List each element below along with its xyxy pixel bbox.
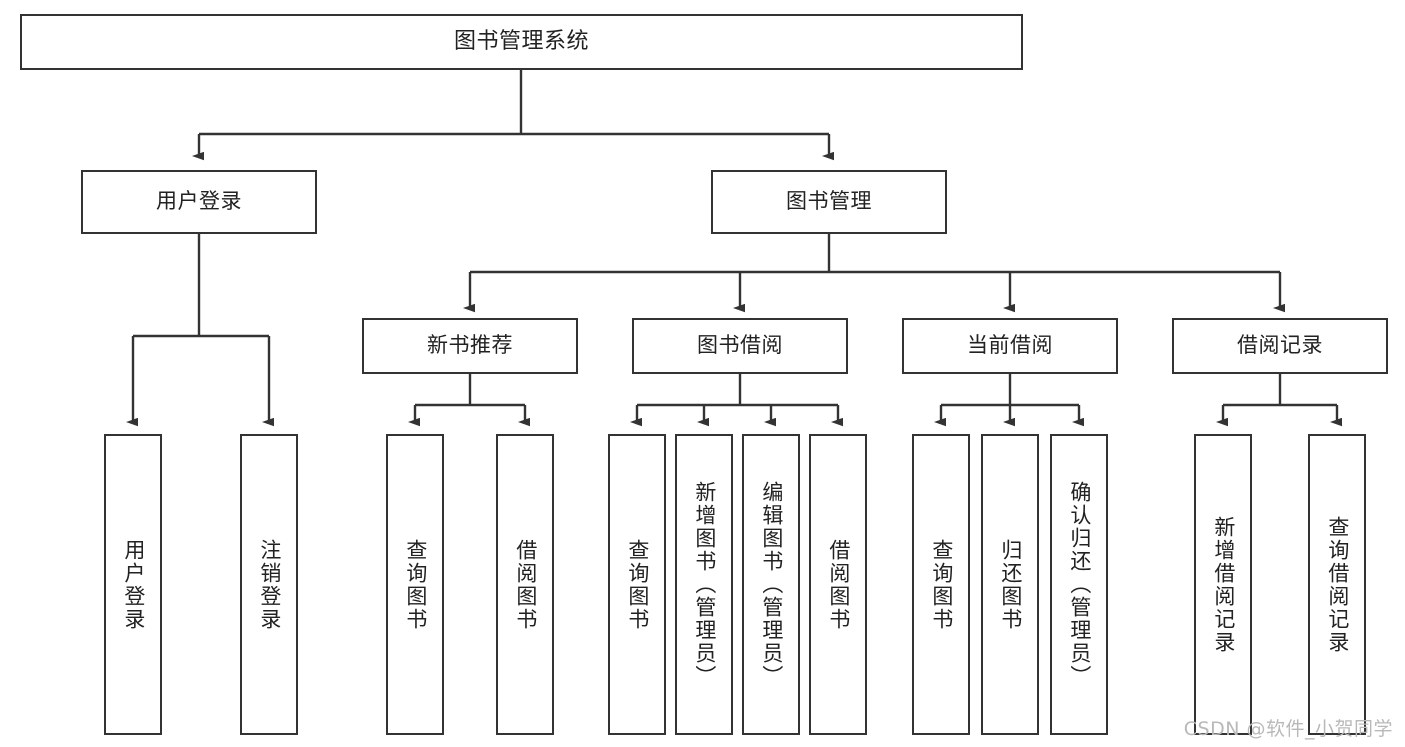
leaf-current-return-label: 归还图书	[998, 538, 1023, 631]
leaf-borrow-edit-book[interactable]: 编辑图书（管理员）	[742, 434, 800, 735]
leaf-current-confirm-return-label: 确认归还（管理员）	[1067, 481, 1092, 688]
leaf-borrow-add-book-label: 新增图书（管理员）	[692, 481, 717, 688]
node-current-borrow[interactable]: 当前借阅	[902, 318, 1118, 374]
leaf-user-login-signout[interactable]: 注销登录	[240, 434, 298, 735]
node-root-system-label: 图书管理系统	[453, 28, 589, 54]
node-user-login[interactable]: 用户登录	[81, 170, 317, 234]
leaf-borrow-borrow-book[interactable]: 借阅图书	[809, 434, 867, 735]
node-borrow-records[interactable]: 借阅记录	[1172, 318, 1388, 374]
leaf-user-login-signout-label: 注销登录	[257, 538, 282, 631]
leaf-borrow-query[interactable]: 查询图书	[608, 434, 666, 735]
leaf-current-confirm-return[interactable]: 确认归还（管理员）	[1050, 434, 1108, 735]
node-book-borrow-label: 图书借阅	[697, 333, 783, 358]
node-book-borrow[interactable]: 图书借阅	[632, 318, 848, 374]
leaf-borrow-add-book[interactable]: 新增图书（管理员）	[675, 434, 733, 735]
leaf-borrow-query-label: 查询图书	[625, 538, 650, 631]
leaf-borrow-borrow-book-label: 借阅图书	[826, 538, 851, 631]
leaf-current-query-label: 查询图书	[929, 538, 954, 631]
leaf-user-login-signin-label: 用户登录	[121, 538, 146, 631]
node-current-borrow-label: 当前借阅	[967, 333, 1053, 358]
node-borrow-records-label: 借阅记录	[1237, 333, 1323, 358]
leaf-records-query-label: 查询借阅记录	[1325, 515, 1350, 654]
node-root-system[interactable]: 图书管理系统	[20, 14, 1023, 70]
leaf-new-books-query-label: 查询图书	[403, 538, 428, 631]
leaf-borrow-edit-book-label: 编辑图书（管理员）	[759, 481, 784, 688]
node-user-login-label: 用户登录	[156, 189, 242, 214]
node-new-book-recommend-label: 新书推荐	[427, 333, 513, 358]
leaf-new-books-borrow[interactable]: 借阅图书	[496, 434, 554, 735]
node-new-book-recommend[interactable]: 新书推荐	[362, 318, 578, 374]
node-book-management[interactable]: 图书管理	[711, 170, 947, 234]
node-book-management-label: 图书管理	[786, 189, 872, 214]
leaf-user-login-signin[interactable]: 用户登录	[104, 434, 162, 735]
leaf-current-query[interactable]: 查询图书	[912, 434, 970, 735]
leaf-records-query[interactable]: 查询借阅记录	[1308, 434, 1366, 735]
leaf-records-add[interactable]: 新增借阅记录	[1194, 434, 1252, 735]
leaf-new-books-borrow-label: 借阅图书	[513, 538, 538, 631]
leaf-records-add-label: 新增借阅记录	[1211, 515, 1236, 654]
leaf-current-return[interactable]: 归还图书	[981, 434, 1039, 735]
leaf-new-books-query[interactable]: 查询图书	[386, 434, 444, 735]
